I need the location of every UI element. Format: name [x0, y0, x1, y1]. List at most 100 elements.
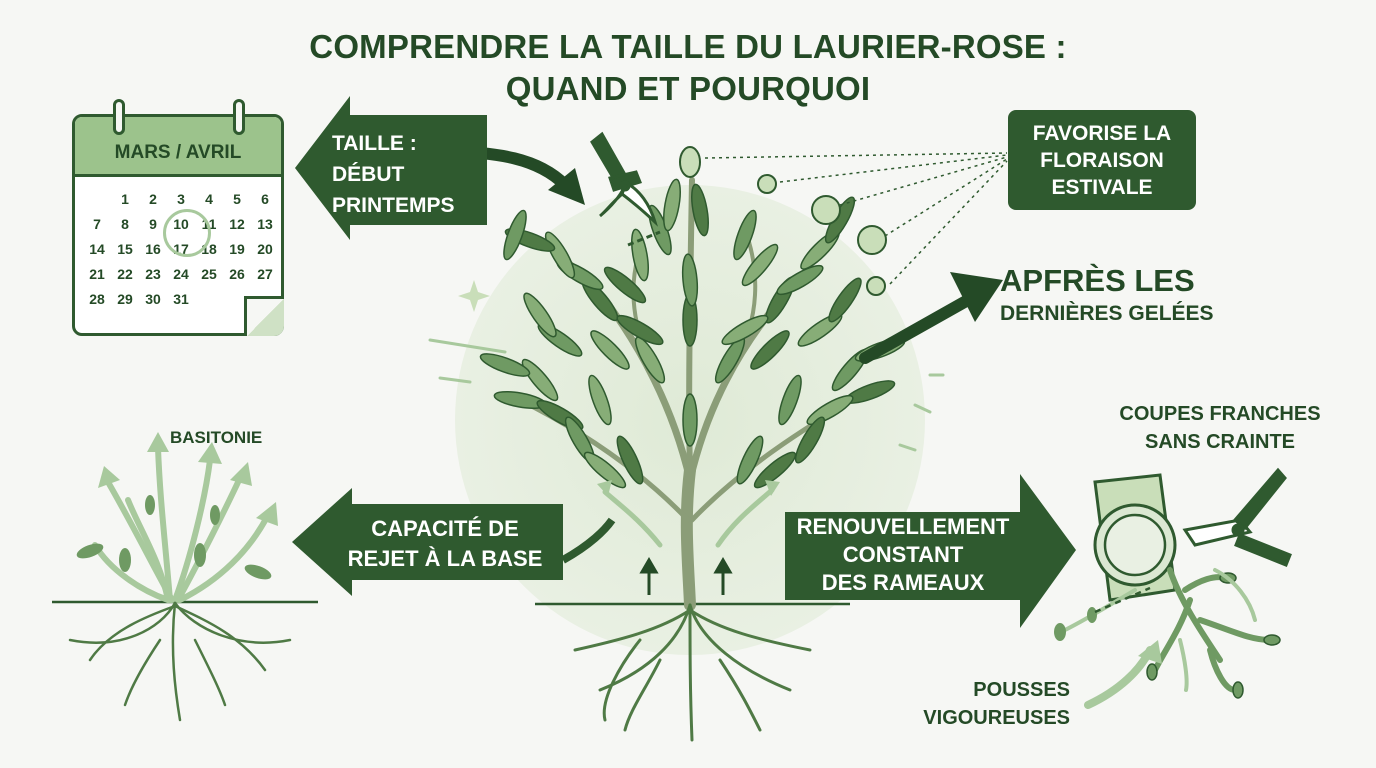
tree-leaves [479, 178, 906, 489]
page-title: COMPRENDRE LA TAILLE DU LAURIER-ROSE : Q… [0, 26, 1376, 110]
leaf [753, 451, 797, 489]
calendar-day: 14 [89, 241, 105, 257]
rejet-arrow-shape [292, 488, 563, 596]
label-pousses-line: POUSSES [973, 679, 1070, 701]
calendar-day: 25 [201, 266, 217, 282]
leaf [750, 330, 790, 370]
leaf [588, 374, 612, 426]
calendar-day: 23 [145, 266, 161, 282]
rejet-arrow-tail [561, 517, 616, 564]
roots-icon [573, 603, 812, 742]
leaf [583, 451, 627, 489]
leaf [736, 435, 764, 485]
label-renouvellement-line: DES RAMEAUX [821, 570, 985, 595]
leaf [733, 209, 757, 261]
leaf [503, 209, 527, 261]
label-gelees: APFRÈS LES DERNIÈRES GELÉES [1000, 262, 1290, 328]
leaf [616, 314, 664, 346]
flower-buds [679, 146, 887, 296]
title-line-2: QUAND ET POURQUOI [505, 70, 871, 107]
leaf [806, 394, 854, 426]
label-pousses: POUSSES VIGOUREUSES [840, 676, 1070, 732]
label-gelees-line: DERNIÈRES GELÉES [1000, 302, 1214, 325]
calendar-day: 7 [93, 216, 101, 232]
arrow-to-gelees [859, 294, 974, 364]
label-coupes-line: SANS CRAINTE [1144, 431, 1295, 453]
label-floraison-line: FAVORISE LA [1032, 122, 1172, 145]
label-floraison: FAVORISE LA FLORAISON ESTIVALE [1008, 110, 1196, 210]
calendar-day: 29 [117, 291, 133, 307]
calendar-day: 21 [89, 266, 105, 282]
label-renouvellement-line: RENOUVELLEMENT [796, 514, 1010, 539]
renouvellement-arrow-shape [785, 474, 1076, 628]
label-taille-line: TAILLE : [332, 132, 417, 155]
leaf [521, 358, 559, 402]
calendar-ring [113, 99, 125, 135]
light-arrows-center [602, 487, 775, 548]
calendar-day: 22 [117, 266, 133, 282]
calendar-blank [83, 190, 111, 208]
label-coupes-line: COUPES FRANCHES [1119, 403, 1321, 425]
leaf [776, 264, 824, 296]
leaf [616, 435, 644, 485]
calendar-day: 12 [229, 216, 245, 232]
label-taille-line: PRINTEMPS [332, 194, 455, 217]
title-line-1: COMPRENDRE LA TAILLE DU LAURIER-ROSE : [309, 28, 1067, 65]
label-renouvellement: RENOUVELLEMENT CONSTANT DES RAMEAUX [785, 513, 1021, 597]
leaf [479, 353, 531, 377]
leaf [663, 178, 681, 232]
calendar-day: 27 [257, 266, 273, 282]
calendar-day: 20 [257, 241, 273, 257]
leaf [828, 277, 862, 323]
leaf [778, 374, 802, 426]
calendar-ring [233, 99, 245, 135]
leaf [721, 314, 769, 346]
calendar-day: 13 [257, 216, 273, 232]
label-basitonie: BASITONIE [170, 428, 263, 447]
calendar-day: 2 [149, 191, 157, 207]
label-floraison-line: ESTIVALE [1051, 176, 1153, 199]
leaf [544, 231, 576, 279]
cut-mark [627, 230, 661, 247]
pruning-shears-icon [590, 131, 658, 227]
leaf [682, 393, 698, 447]
label-coupes: COUPES FRANCHES SANS CRAINTE [1080, 400, 1360, 456]
calendar-day: 26 [229, 266, 245, 282]
calendar-day: 3 [177, 191, 185, 207]
label-renouvellement-line: CONSTANT [842, 542, 964, 567]
sparkle-icon [428, 280, 945, 452]
label-rejet-line: REJET À LA BASE [347, 546, 543, 571]
leaf [631, 228, 649, 282]
dotted-pointers [704, 152, 1008, 285]
leaf [590, 330, 630, 370]
label-pousses-line: VIGOUREUSES [923, 707, 1070, 729]
calendar-day: 28 [89, 291, 105, 307]
calendar-day: 15 [117, 241, 133, 257]
leaf [741, 243, 779, 287]
light-arrowhead [597, 480, 612, 496]
basitonie-plant-icon [68, 432, 292, 722]
calendar-month: MARS / AVRIL [75, 117, 281, 177]
leaf [523, 292, 557, 338]
calendar-highlight-circle [163, 209, 211, 257]
leaf [691, 183, 709, 237]
taille-arrow-shape [295, 96, 487, 240]
leaf [681, 253, 699, 307]
label-gelees-line: APFRÈS LES [1000, 263, 1195, 298]
calendar-day: 31 [173, 291, 189, 307]
label-rejet-line: CAPACITÉ DE [371, 516, 519, 541]
calendar-day: 6 [261, 191, 269, 207]
calendar-day: 16 [145, 241, 161, 257]
label-rejet: CAPACITÉ DE REJET À LA BASE [330, 514, 560, 574]
leaf [794, 416, 826, 464]
light-arrowhead [765, 480, 780, 496]
arrowhead [950, 272, 1003, 322]
calendar-day: 24 [173, 266, 189, 282]
label-taille: TAILLE : DÉBUT PRINTEMPS [322, 128, 492, 221]
calendar-day: 9 [149, 216, 157, 232]
label-taille-line: DÉBUT [332, 163, 405, 186]
arrowhead [548, 168, 585, 205]
